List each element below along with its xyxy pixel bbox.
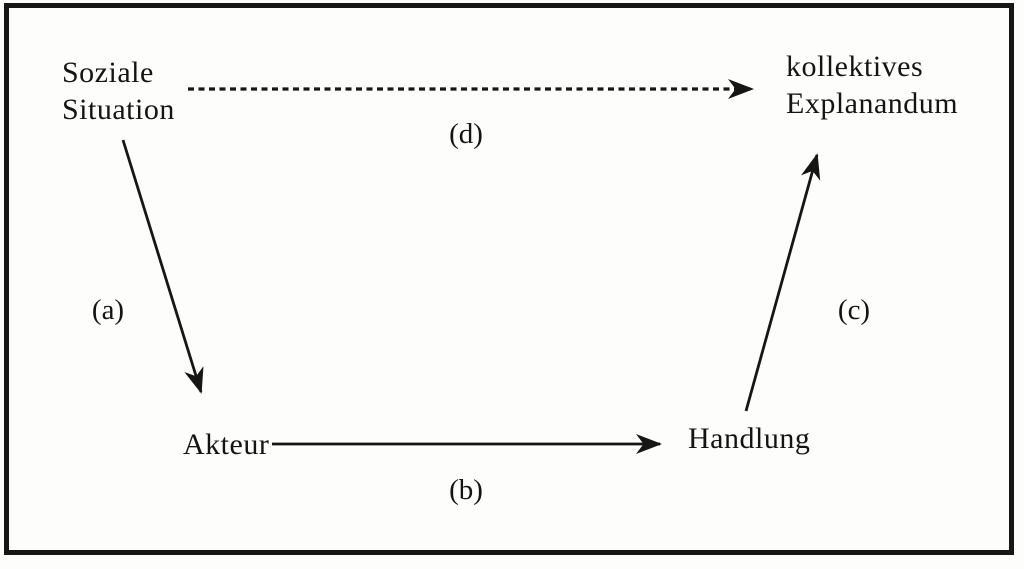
edge-b-label: (b) [449, 474, 483, 506]
edge-d-label: (d) [449, 118, 483, 150]
edge-c-label: (c) [837, 294, 871, 326]
node-soziale-situation-line2: Situation [62, 93, 175, 126]
node-handlung: Handlung [688, 422, 811, 455]
edge-a-arrow [121, 139, 204, 394]
node-soziale-situation: Soziale Situation [62, 54, 175, 128]
node-akteur: Akteur [183, 428, 270, 461]
edge-c-arrow [744, 153, 821, 412]
diagram-border-frame [4, 3, 1014, 555]
edge-a-label: (a) [91, 294, 125, 326]
node-kollektives-explanandum-line1: kollektives [786, 50, 924, 83]
node-kollektives-explanandum: kollektives Explanandum [786, 48, 958, 122]
node-kollektives-explanandum-line2: Explanandum [786, 87, 959, 120]
node-soziale-situation-line1: Soziale [62, 56, 154, 89]
